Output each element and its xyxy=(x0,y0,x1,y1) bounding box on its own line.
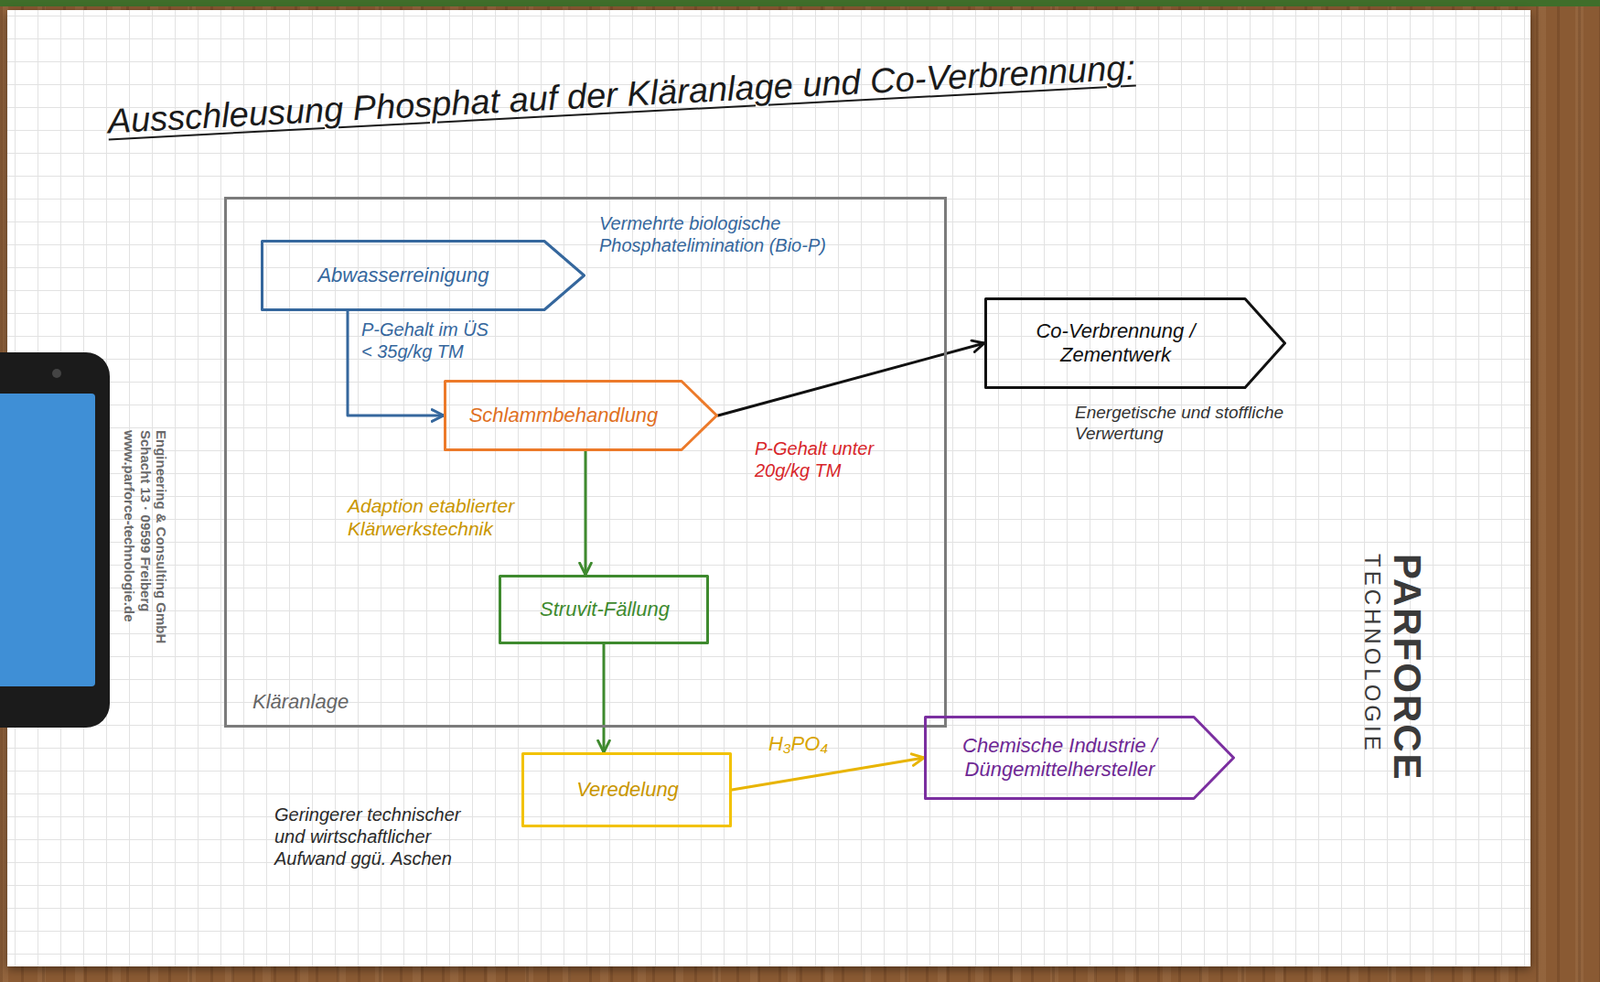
connector xyxy=(602,644,606,752)
grid-paper xyxy=(7,10,1531,967)
process-arrow-box: Co-Verbrennung / Zementwerk xyxy=(984,297,1287,389)
phone-screen xyxy=(0,393,96,687)
annotation-text: Energetische und stoffliche Verwertung xyxy=(1074,402,1286,445)
node-text: Chemische Industrie / Düngemittelherstel… xyxy=(936,733,1183,783)
node-text: Abwasserreinigung xyxy=(317,263,489,288)
edge-label: H₃PO₄ xyxy=(768,731,879,756)
node-text: Veredelung xyxy=(576,777,679,802)
logo-wordmark: TECHNOLOGIE xyxy=(1359,553,1386,782)
annotation-text: Geringerer technischer und wirtschaftlic… xyxy=(274,803,494,870)
edge-label: P-Gehalt im ÜS < 35g/kg TM xyxy=(361,318,499,363)
node-text: Co-Verbrennung / Zementwerk xyxy=(997,319,1235,368)
top-bar xyxy=(0,0,1600,7)
company-imprint: Engineering & Consulting GmbH xyxy=(153,429,170,644)
box-outline-shape xyxy=(925,717,1235,799)
company-imprint: www.parforce-technologie.de xyxy=(121,429,138,644)
phone-body xyxy=(0,352,110,728)
process-box: Veredelung xyxy=(521,751,732,827)
annotation-text: Vermehrte biologische Phosphateliminatio… xyxy=(599,212,902,257)
frame-name: Kläranlage xyxy=(252,689,349,714)
logo-wordmark: PARFORCE xyxy=(1385,553,1429,782)
company-imprint: Schacht 13 · 09599 Freiberg xyxy=(138,429,154,644)
connector xyxy=(584,451,588,575)
box-outline-shape xyxy=(262,241,585,311)
process-box: Struvit-Fällung xyxy=(498,574,709,645)
node-text: Schlammbehandlung xyxy=(469,403,659,428)
edge-label: Adaption etablierter Klärwerkstechnik xyxy=(347,493,559,540)
company-imprint-block: Engineering & Consulting GmbHSchacht 13 … xyxy=(121,429,170,644)
edge-label: P-Gehalt unter 20g/kg TM xyxy=(754,437,920,482)
box-outline-shape xyxy=(986,299,1286,388)
logo-block: PARFORCETECHNOLOGIE xyxy=(1359,553,1429,782)
node-text: Struvit-Fällung xyxy=(539,597,670,622)
process-arrow-box: Abwasserreinigung xyxy=(260,239,586,312)
phone-camera xyxy=(52,368,62,378)
box-outline-shape xyxy=(445,381,718,451)
box-outline-shape xyxy=(523,753,731,827)
connector xyxy=(731,757,924,790)
box-outline-shape xyxy=(500,576,709,644)
process-arrow-box: Schlammbehandlung xyxy=(443,379,719,452)
process-arrow-box: Chemische Industrie / Düngemittelherstel… xyxy=(923,715,1235,800)
